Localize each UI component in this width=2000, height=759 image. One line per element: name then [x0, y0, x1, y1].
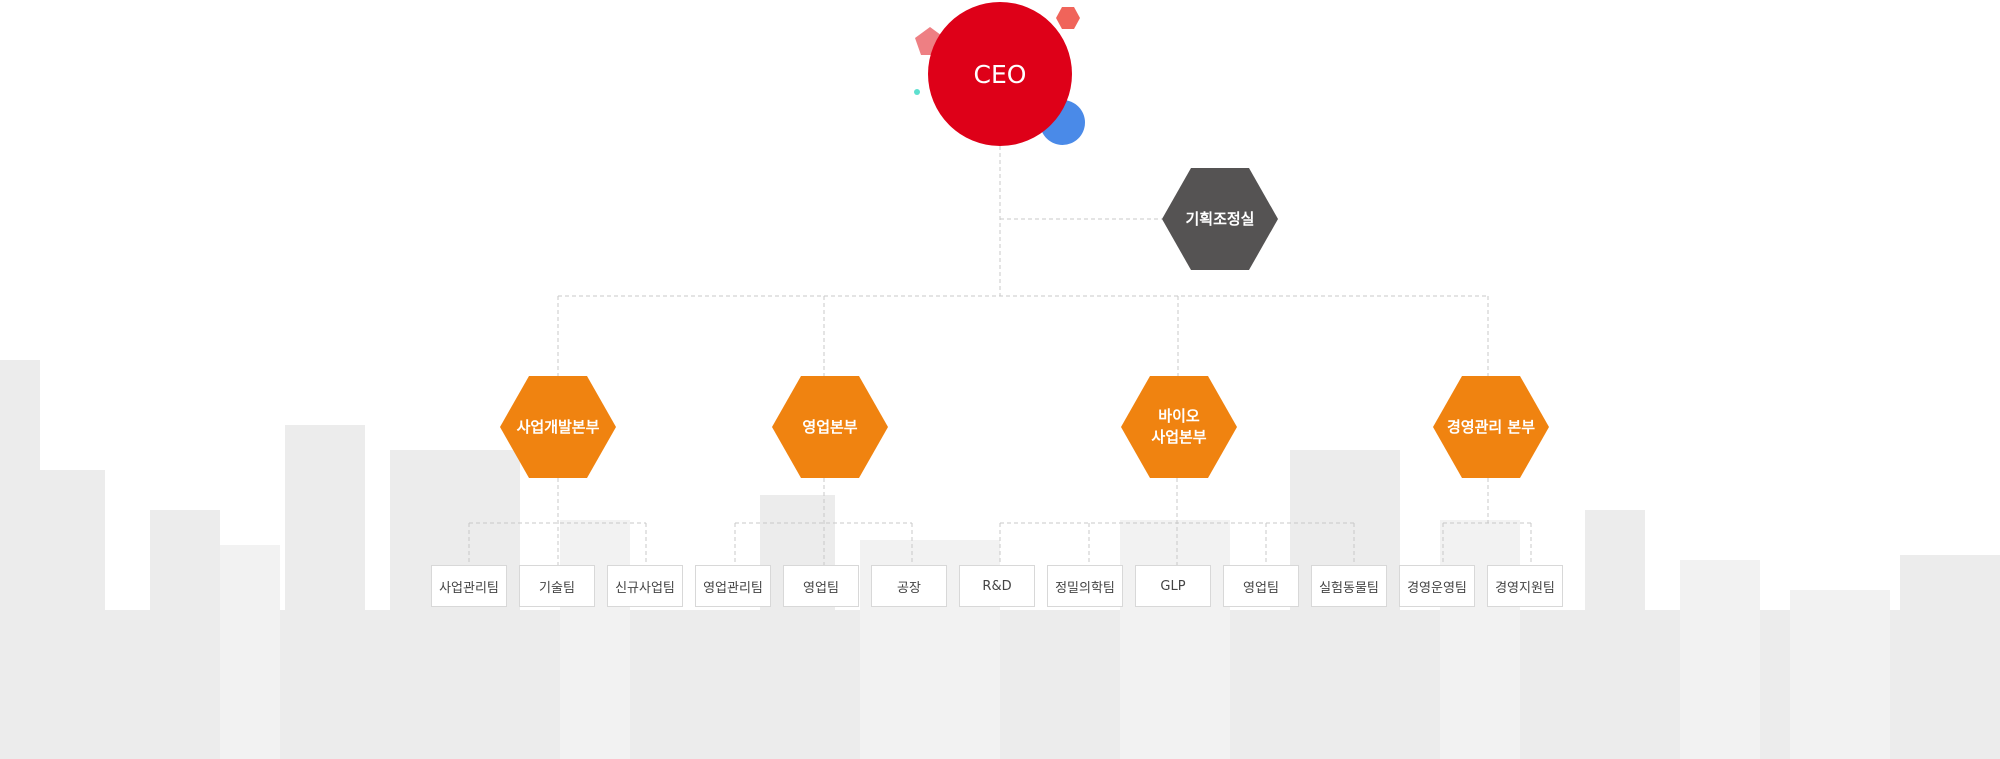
team-box: 실험동물팀: [1311, 565, 1387, 607]
team-box: 경영지원팀: [1487, 565, 1563, 607]
team-box: 정밀의학팀: [1047, 565, 1123, 607]
team-box: 영업팀: [1223, 565, 1299, 607]
team-box: GLP: [1135, 565, 1211, 607]
team-box: 영업관리팀: [695, 565, 771, 607]
team-box: R&D: [959, 565, 1035, 607]
teal-dot-decoration: [914, 89, 920, 95]
division-node: 경영관리 본부: [1433, 376, 1549, 478]
team-box: 영업팀: [783, 565, 859, 607]
planning-office-node: 기획조정실: [1162, 168, 1278, 270]
ceo-node: CEO: [928, 2, 1072, 146]
team-box: 사업관리팀: [431, 565, 507, 607]
team-box: 기술팀: [519, 565, 595, 607]
team-box: 신규사업팀: [607, 565, 683, 607]
division-node: 바이오 사업본부: [1121, 376, 1237, 478]
team-box: 공장: [871, 565, 947, 607]
team-box: 경영운영팀: [1399, 565, 1475, 607]
coral-hexagon-decoration: [1056, 7, 1080, 29]
